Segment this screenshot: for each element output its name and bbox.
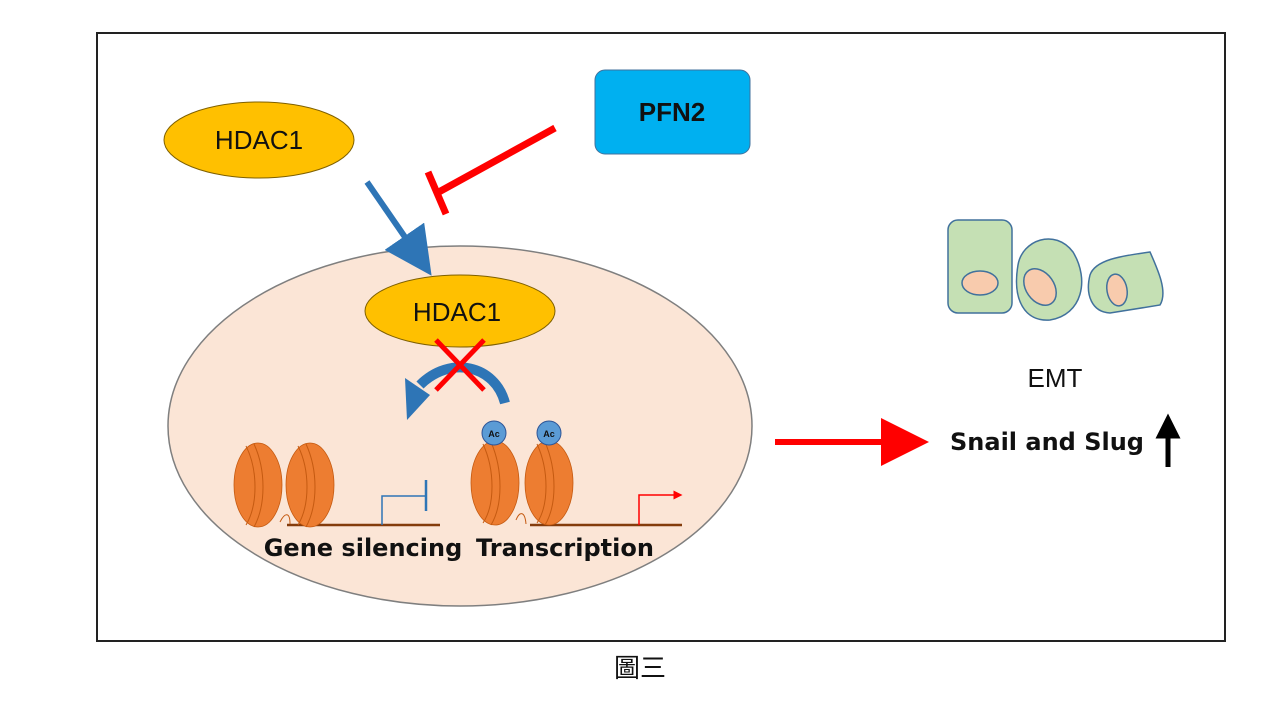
translocation-arrow [364, 180, 432, 276]
acetyl-group-1: Ac [481, 420, 507, 446]
pfn2-inhibition [424, 124, 557, 216]
emt-cells-illustration [947, 219, 1164, 321]
emt-label: EMT [1028, 363, 1083, 393]
silenced-promoter-icon [381, 495, 425, 525]
gene-silencing-label: Gene silencing [264, 534, 463, 562]
active-promoter-icon [638, 490, 683, 525]
deacetylation-arrowhead [405, 378, 430, 420]
svg-text:Ac: Ac [543, 429, 555, 439]
pfn2-node: PFN2 [594, 69, 751, 155]
pfn2-label: PFN2 [639, 97, 705, 127]
svg-text:Ac: Ac [488, 429, 500, 439]
active-chromatin [470, 440, 682, 527]
hdac1-nucleus-node: HDAC1 [364, 274, 556, 348]
blocked-x-mark [434, 338, 486, 392]
silenced-chromatin [233, 442, 440, 528]
figure-frame [96, 32, 1226, 642]
acetyl-group-2: Ac [536, 420, 562, 446]
hdac1-cytoplasm-node: HDAC1 [163, 101, 355, 179]
hdac1-cytoplasm-label: HDAC1 [215, 125, 303, 155]
hdac1-nucleus-label: HDAC1 [413, 297, 501, 327]
deacetylation-arrow [416, 362, 510, 405]
transcription-label: Transcription [476, 534, 654, 562]
figure-caption: 圖三 [613, 654, 666, 684]
snail-slug-label: Snail and Slug [950, 428, 1144, 456]
